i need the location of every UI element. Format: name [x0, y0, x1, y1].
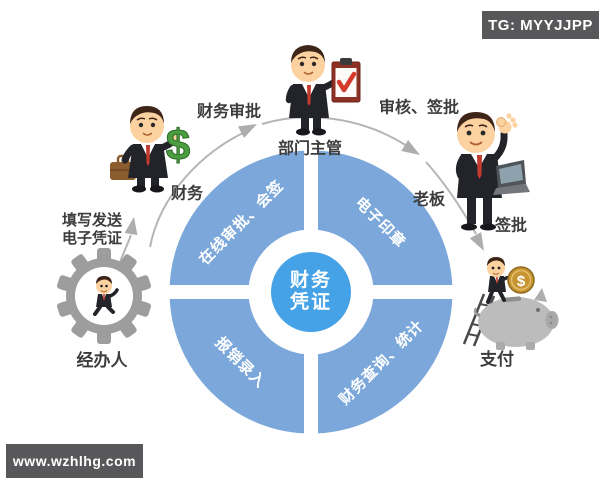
coin-slot — [504, 296, 522, 303]
boss-person-illustration — [455, 112, 530, 231]
piggy-bank-icon — [473, 288, 559, 350]
manager-person-illustration — [285, 45, 361, 136]
arrowhead-manager-to-boss — [401, 140, 420, 155]
arrow-operator-up — [119, 234, 132, 263]
tg-watermark: TG: MYYJJPP — [482, 11, 599, 39]
label-payment: 支付 — [480, 349, 514, 369]
face — [457, 115, 495, 153]
site-watermark: www.wzhlhg.com — [6, 444, 143, 478]
hair — [291, 45, 325, 63]
label-finance: 财务 — [170, 185, 204, 203]
face — [291, 48, 325, 82]
hair — [130, 106, 164, 124]
label-sign-approve: 签批 — [494, 217, 528, 235]
dollar-sign-icon: $ — [166, 121, 190, 170]
center-circle: 财务 凭证 — [271, 252, 351, 332]
arrowhead-boss-to-payment — [469, 232, 484, 251]
pig-tail — [473, 307, 481, 318]
center-title-line1: 财务 — [289, 270, 332, 291]
face — [130, 109, 164, 143]
laptop-icon — [493, 160, 530, 195]
arrowhead-operator-up — [124, 217, 138, 236]
label-fill-send-voucher: 填写发送 电子凭证 — [62, 212, 122, 248]
label-department-manager: 部门主管 — [277, 140, 343, 158]
red-tie — [477, 155, 482, 179]
coin-dollar-glyph: $ — [517, 273, 526, 290]
arrowhead-finance-to-manager — [238, 124, 257, 138]
finance-person-illustration: $ — [110, 106, 191, 193]
red-tie — [146, 145, 150, 166]
gear-icon — [56, 248, 152, 344]
clipboard-icon — [331, 58, 361, 103]
checkmark-icon — [336, 71, 357, 93]
label-review-sign: 审核、签批 — [378, 99, 460, 117]
red-tie — [307, 85, 311, 106]
label-finance-approval: 财务审批 — [196, 103, 262, 121]
label-boss: 老板 — [412, 191, 446, 209]
hair — [457, 112, 495, 132]
piggy-bank-illustration: $ — [462, 257, 559, 350]
ok-gesture-icon — [496, 113, 518, 134]
center-title-line2: 凭证 — [289, 292, 332, 313]
label-fill-send-line2: 电子凭证 — [61, 230, 123, 247]
arrow-finance-to-manager — [149, 130, 248, 248]
label-fill-send-line1: 填写发送 — [61, 212, 123, 229]
coin-icon: $ — [507, 266, 535, 294]
operator-figure — [93, 276, 119, 316]
arrow-manager-to-boss — [261, 116, 408, 147]
label-operator: 经办人 — [76, 350, 128, 370]
